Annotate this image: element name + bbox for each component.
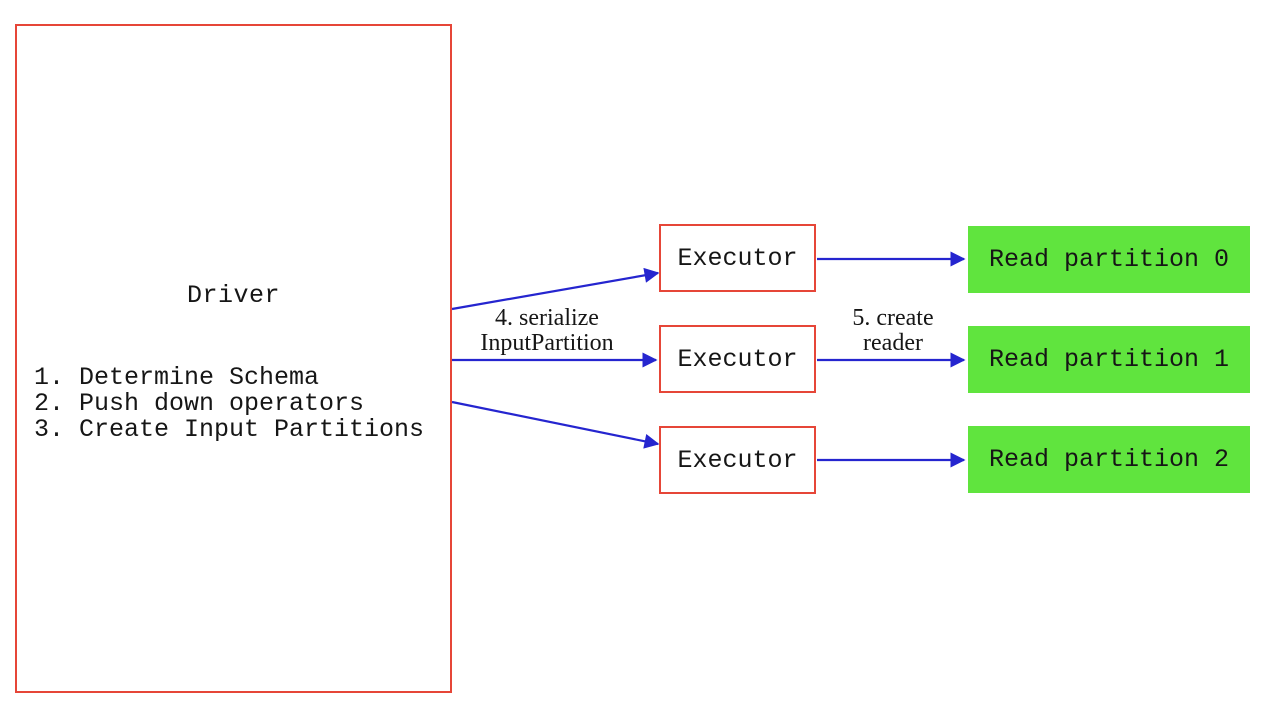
read-partition-node-0: Read partition 0 [968,226,1250,293]
executor-node-3: Executor [659,426,816,494]
executor-1-label: Executor [677,243,798,273]
driver-step-2: 2. Push down operators [34,389,365,418]
executor-node-2: Executor [659,325,816,393]
driver-step-1: 1. Determine Schema [34,363,320,392]
arrow-driver-to-executor-3 [451,400,660,449]
edge-label-create-reader: 5. create reader [783,306,1003,356]
driver-step-3: 3. Create Input Partitions [34,415,425,444]
executor-node-1: Executor [659,224,816,292]
read-partition-0-label: Read partition 0 [988,245,1230,274]
edge-label-reader-line2: reader [863,330,923,356]
executor-2-label: Executor [677,344,798,374]
arrow-driver-to-executor-1 [451,267,660,311]
edge-label-serialize-line1: 4. serialize [495,305,599,331]
edge-label-reader-line1: 5. create [852,305,934,331]
read-partition-node-2: Read partition 2 [968,426,1250,493]
executor-3-label: Executor [677,445,798,475]
driver-node: Driver 1. Determine Schema 2. Push down … [15,24,452,693]
edge-label-serialize-line2: InputPartition [480,330,614,356]
read-partition-node-1: Read partition 1 [968,326,1250,393]
driver-title: Driver [186,281,280,310]
read-partition-2-label: Read partition 2 [988,445,1230,474]
driver-steps-list: 1. Determine Schema 2. Push down operato… [34,365,424,443]
read-partition-1-label: Read partition 1 [988,345,1230,374]
edge-label-serialize-inputpartition: 4. serialize InputPartition [437,306,657,356]
